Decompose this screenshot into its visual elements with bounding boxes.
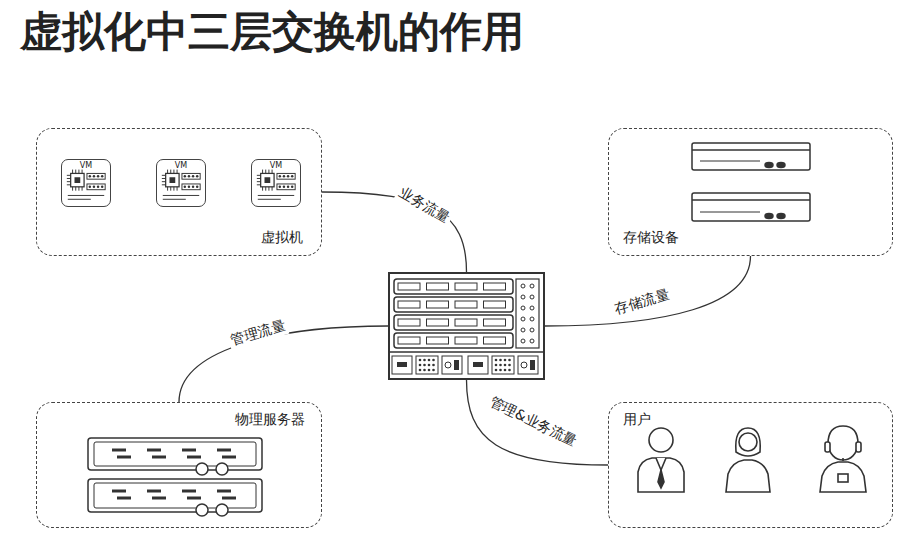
group-box: 物理服务器 xyxy=(36,402,322,528)
vent-stroke xyxy=(117,497,131,500)
vm-label: VM xyxy=(62,161,110,170)
user-icons xyxy=(638,426,866,492)
group-label: 虚拟机 xyxy=(261,229,303,247)
vm-box: VM xyxy=(251,159,301,207)
vent-stroke xyxy=(187,497,201,500)
group-box: 虚拟机 VM VM VM xyxy=(36,128,322,256)
edge-label: 业务流量 xyxy=(394,183,455,229)
traffic-connector xyxy=(467,380,609,465)
group-label: 物理服务器 xyxy=(235,411,305,429)
vm-label: VM xyxy=(252,161,300,170)
group-label: 存储设备 xyxy=(623,229,679,247)
traffic-connector xyxy=(322,192,467,272)
traffic-connector xyxy=(545,256,751,326)
switch-box xyxy=(388,272,545,380)
vent-stroke xyxy=(222,497,236,500)
traffic-connector xyxy=(179,326,388,402)
vm-box: VM xyxy=(156,159,206,207)
vent-stroke xyxy=(112,449,126,452)
storage-device xyxy=(692,143,810,221)
vent-stroke xyxy=(217,490,231,493)
group-box: 存储设备 xyxy=(608,128,893,256)
group-label: 用户 xyxy=(623,411,651,429)
vent-stroke xyxy=(182,490,196,493)
vent-stroke xyxy=(217,449,231,452)
vm-box: VM xyxy=(61,159,111,207)
vent-stroke xyxy=(187,456,201,459)
edge-label: 管理流量 xyxy=(227,316,290,350)
vent-stroke xyxy=(147,449,161,452)
vent-stroke xyxy=(117,456,131,459)
group-box: 用户 xyxy=(608,402,893,528)
vent-stroke xyxy=(147,490,161,493)
vent-stroke xyxy=(222,456,236,459)
physical-server xyxy=(88,438,262,516)
vent-stroke xyxy=(112,490,126,493)
vm-label: VM xyxy=(157,161,205,170)
edge-label: 存储流量 xyxy=(611,285,674,319)
diagram-title: 虚拟化中三层交换机的作用 xyxy=(20,4,524,60)
vent-stroke xyxy=(182,449,196,452)
vent-stroke xyxy=(152,497,166,500)
server-vents xyxy=(112,450,236,498)
edge-label: 管理&业务流量 xyxy=(485,392,582,452)
switch-icon xyxy=(388,272,545,380)
vent-stroke xyxy=(152,456,166,459)
